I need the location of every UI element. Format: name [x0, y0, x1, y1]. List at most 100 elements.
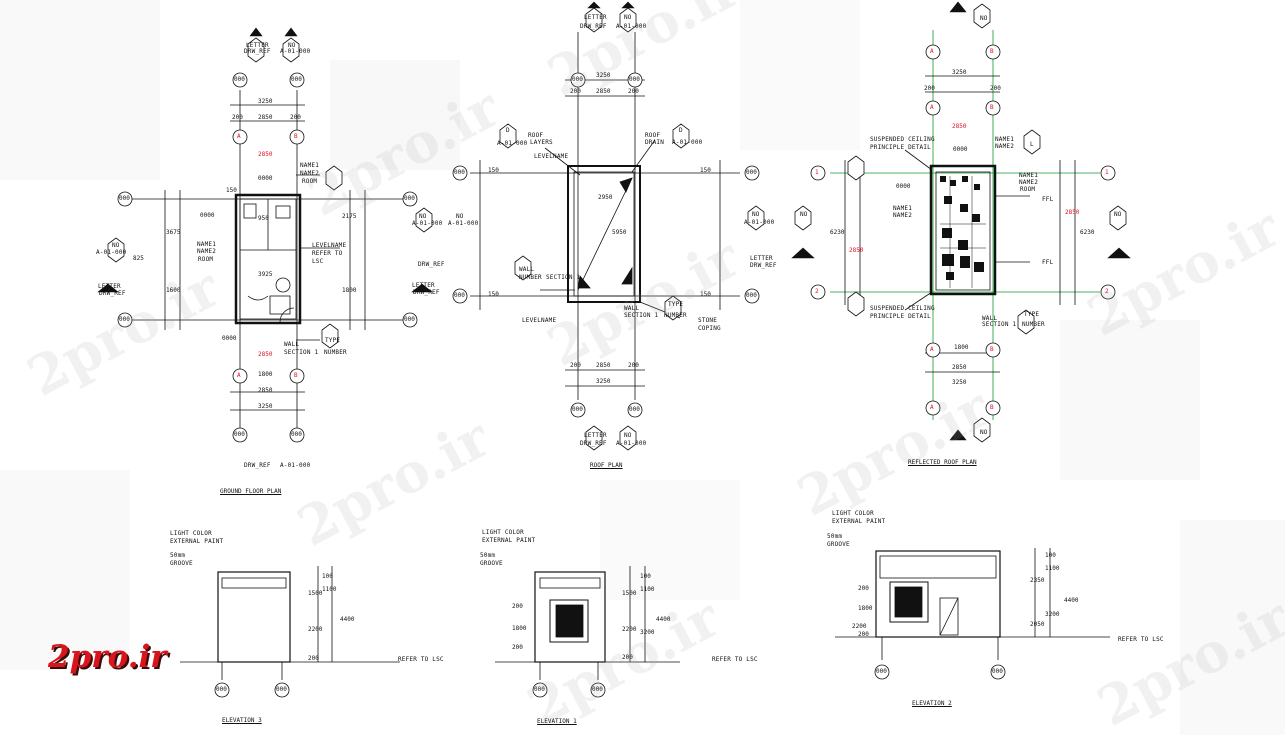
tag-drw-ref: DRW_REF [244, 462, 271, 469]
tag-no: NO [752, 211, 760, 218]
tag-drw-ref: DRW_REF [99, 290, 126, 297]
grid-2: 2 [1105, 288, 1109, 295]
note-wall: WALL [624, 305, 640, 312]
tag-a-ref: A-01-000 [616, 440, 647, 447]
note-principle-detail: PRINCIPLE DETAIL [870, 313, 931, 320]
tag-no: NO [1114, 211, 1122, 218]
dim-label: 2850 [952, 364, 967, 371]
dim-label: 2200 [852, 623, 867, 630]
note-number: NUMBER [324, 349, 347, 356]
tag-a-ref: A-01-000 [280, 48, 311, 55]
grid-000: 000 [572, 406, 583, 413]
grid-a: A [930, 48, 934, 55]
dim-label: 100 [1045, 552, 1056, 559]
note-number: NUMBER [1022, 321, 1045, 328]
dim-label: 100 [322, 573, 333, 580]
dim-label: 1800 [512, 625, 527, 632]
tag-no: NO [112, 242, 120, 249]
note-number: NUMBER [519, 274, 542, 281]
note-refer-to-lsc: REFER TO LSC [1118, 636, 1164, 643]
note-wall: WALL [284, 341, 300, 348]
tag-a-ref: A-01-000 [412, 220, 443, 227]
dim-label: 150 [226, 187, 237, 194]
grid-000: 000 [592, 686, 603, 693]
grid-a: A [237, 372, 241, 379]
elevation-3 [180, 566, 400, 680]
tag-a-ref: A-01-000 [280, 462, 311, 469]
dim-label: 3200 [640, 629, 655, 636]
note-name2: NAME2 [893, 212, 913, 219]
elevation-1 [495, 566, 680, 680]
dim-label: 100 [640, 573, 651, 580]
grid-a: A [930, 404, 934, 411]
elevation-2 [835, 548, 1110, 660]
note-name1: NAME1 [893, 205, 913, 212]
tag-d: D [506, 127, 510, 134]
tag-no: NO [456, 213, 464, 220]
dim-label: 1800 [342, 287, 357, 294]
dim-label: 3675 [166, 229, 181, 236]
tag-0000: 0000 [896, 183, 911, 190]
note-type: TYPE [325, 337, 341, 344]
dim-label: 2850 [258, 387, 273, 394]
reflected-roof-plan [830, 30, 1100, 420]
note-type: TYPE [1024, 311, 1040, 318]
dim-label: 2175 [342, 213, 357, 220]
dim-label: 1100 [1045, 565, 1060, 572]
dim-label: 1800 [858, 605, 873, 612]
note-section: SECTION 1 [546, 274, 581, 281]
dim-label: 200 [628, 362, 639, 369]
tag-no: NO [800, 211, 808, 218]
dim-label: 200 [512, 644, 523, 651]
note-name2: NAME2 [197, 248, 217, 255]
note-levelname: LEVELNAME [522, 317, 557, 324]
tag-no: NO [980, 429, 988, 436]
grid-b: B [990, 404, 994, 411]
dim-label: 150 [700, 167, 711, 174]
note-external-paint: EXTERNAL PAINT [832, 518, 886, 525]
note-groove: GROOVE [480, 560, 503, 567]
note-name2: NAME2 [1019, 179, 1039, 186]
tag-no: NO [624, 432, 632, 439]
grid-000: 000 [629, 406, 640, 413]
grid-000: 000 [572, 76, 583, 83]
dim-label: 1500 [622, 590, 637, 597]
dim-label: 200 [924, 85, 935, 92]
note-light-color: LIGHT COLOR [832, 510, 874, 517]
dim-label: 3250 [596, 378, 611, 385]
grid-a: A [237, 133, 241, 140]
grid-000: 000 [876, 668, 887, 675]
dim-label: 6230 [830, 229, 845, 236]
tag-no: NO [624, 14, 632, 21]
dim-label: 150 [488, 291, 499, 298]
note-light-color: LIGHT COLOR [170, 530, 212, 537]
note-roof: ROOF [645, 132, 661, 139]
tag-drw-ref: DRW_REF [418, 261, 445, 268]
dim-label: 200 [990, 85, 1001, 92]
note-room: ROOM [198, 256, 214, 263]
dim-label: 4400 [656, 616, 671, 623]
tag-a-ref: A-01-000 [616, 23, 647, 30]
tag-letter: LETTER [246, 42, 269, 49]
grid-b: B [990, 48, 994, 55]
tag-a-ref: A-01-000 [744, 219, 775, 226]
note-drain: DRAIN [645, 139, 665, 146]
tag-letter: LETTER [412, 282, 435, 289]
tag-0000: 0000 [222, 335, 237, 342]
tag-d: D [679, 127, 683, 134]
dim-label: 200 [232, 114, 243, 121]
note-levelname: LEVELNAME [312, 242, 347, 249]
tag-drw-ref: DRW_REF [413, 289, 440, 296]
tag-a-ref: A-01-000 [672, 139, 703, 146]
note-name1: NAME1 [300, 162, 320, 169]
note-external-paint: EXTERNAL PAINT [482, 537, 536, 544]
dim-label: 2200 [622, 626, 637, 633]
dim-label: 200 [858, 585, 869, 592]
note-external-paint: EXTERNAL PAINT [170, 538, 224, 545]
section-arrows [97, 1, 1131, 441]
note-section: SECTION 1 [284, 349, 319, 356]
dim-label: 1800 [954, 344, 969, 351]
note-wall: WALL [519, 266, 535, 273]
note-groove: GROOVE [827, 541, 850, 548]
grid-000: 000 [746, 169, 757, 176]
